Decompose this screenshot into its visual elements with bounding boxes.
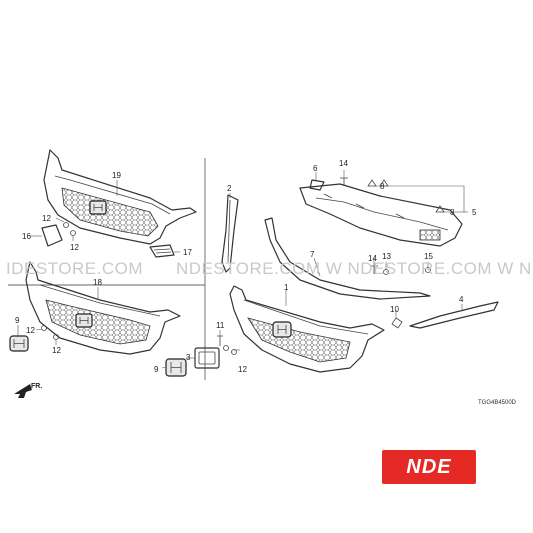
callout-12: 12 xyxy=(70,243,79,252)
clip-12-upper xyxy=(63,222,76,236)
callout-12: 12 xyxy=(238,365,247,374)
callout-17: 17 xyxy=(183,248,192,257)
diagram-code: TGG4B4500D xyxy=(478,400,517,406)
clip-10 xyxy=(391,317,403,329)
callout-9: 9 xyxy=(15,316,20,325)
callout-13: 13 xyxy=(382,252,391,261)
callout-3: 3 xyxy=(186,353,191,362)
grille-assembly-18 xyxy=(25,261,181,355)
callout-12: 12 xyxy=(26,326,35,335)
bracket-6 xyxy=(309,179,325,191)
callout-1: 1 xyxy=(284,283,289,292)
callout-2: 2 xyxy=(227,184,232,193)
callout-18: 18 xyxy=(93,278,102,287)
callout-5: 5 xyxy=(472,208,477,217)
grille-assembly-19 xyxy=(43,149,197,245)
side-garnish-2 xyxy=(221,194,239,273)
nde-logo: NDE xyxy=(382,450,476,484)
callout-19: 19 xyxy=(112,171,121,180)
clip-12-lower xyxy=(41,325,59,340)
callout-9: 9 xyxy=(154,365,159,374)
emblem-bracket-17 xyxy=(149,244,175,258)
emblem-9-left xyxy=(9,335,29,352)
callout-12: 12 xyxy=(52,346,61,355)
lower-molding-4 xyxy=(409,301,499,329)
emblem-9-center xyxy=(165,358,187,377)
radiator-cover-5 xyxy=(299,183,463,247)
callout-6: 6 xyxy=(313,164,318,173)
callout-14: 14 xyxy=(339,159,348,168)
watermark-left: IDESTORE.COM xyxy=(6,259,143,278)
callout-15: 15 xyxy=(424,252,433,261)
grille-cover-16 xyxy=(41,224,63,247)
grille-assembly-1 xyxy=(229,285,385,373)
watermark-right: NDESTORE.COM W NDESTORE.COM W NDESTORE.C xyxy=(176,259,533,278)
bolt-14 xyxy=(340,177,378,274)
front-direction-arrow: FR. xyxy=(14,383,42,398)
callout-14: 14 xyxy=(368,254,377,263)
clip-12-center xyxy=(223,345,237,355)
callout-12: 12 xyxy=(42,214,51,223)
callout-8: 8 xyxy=(450,208,455,217)
callout-16: 16 xyxy=(22,232,31,241)
upper-molding-7 xyxy=(264,217,431,300)
callout-8: 8 xyxy=(380,182,385,191)
emblem-base-3 xyxy=(194,347,220,369)
callout-10: 10 xyxy=(390,305,399,314)
leader-lines xyxy=(17,170,468,369)
callout-7: 7 xyxy=(310,250,315,259)
callout-4: 4 xyxy=(459,295,464,304)
callout-11: 11 xyxy=(216,321,225,330)
screw-11 xyxy=(217,335,223,346)
front-direction-label: FR. xyxy=(31,383,42,390)
